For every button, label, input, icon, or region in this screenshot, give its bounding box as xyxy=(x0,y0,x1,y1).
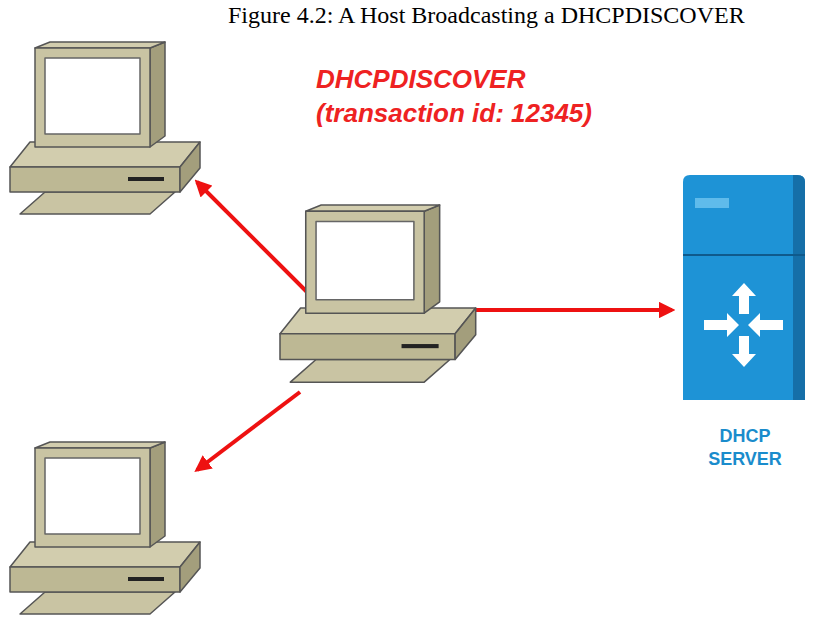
host-computer xyxy=(280,205,476,382)
figure-title: Figure 4.2: A Host Broadcasting a DHCPDI… xyxy=(228,2,745,29)
host-computer xyxy=(10,442,200,614)
message-label: DHCPDISCOVER xyxy=(316,64,525,95)
message-label: (transaction id: 12345) xyxy=(316,98,592,129)
broadcast-arrows xyxy=(197,182,672,470)
broadcast-arrow xyxy=(197,392,300,470)
server-node: DHCP SERVER xyxy=(675,170,815,476)
server-icon xyxy=(675,170,815,405)
broadcast-arrow xyxy=(197,182,310,295)
node-label: DHCP SERVER xyxy=(695,425,795,472)
host-computer xyxy=(10,42,200,214)
